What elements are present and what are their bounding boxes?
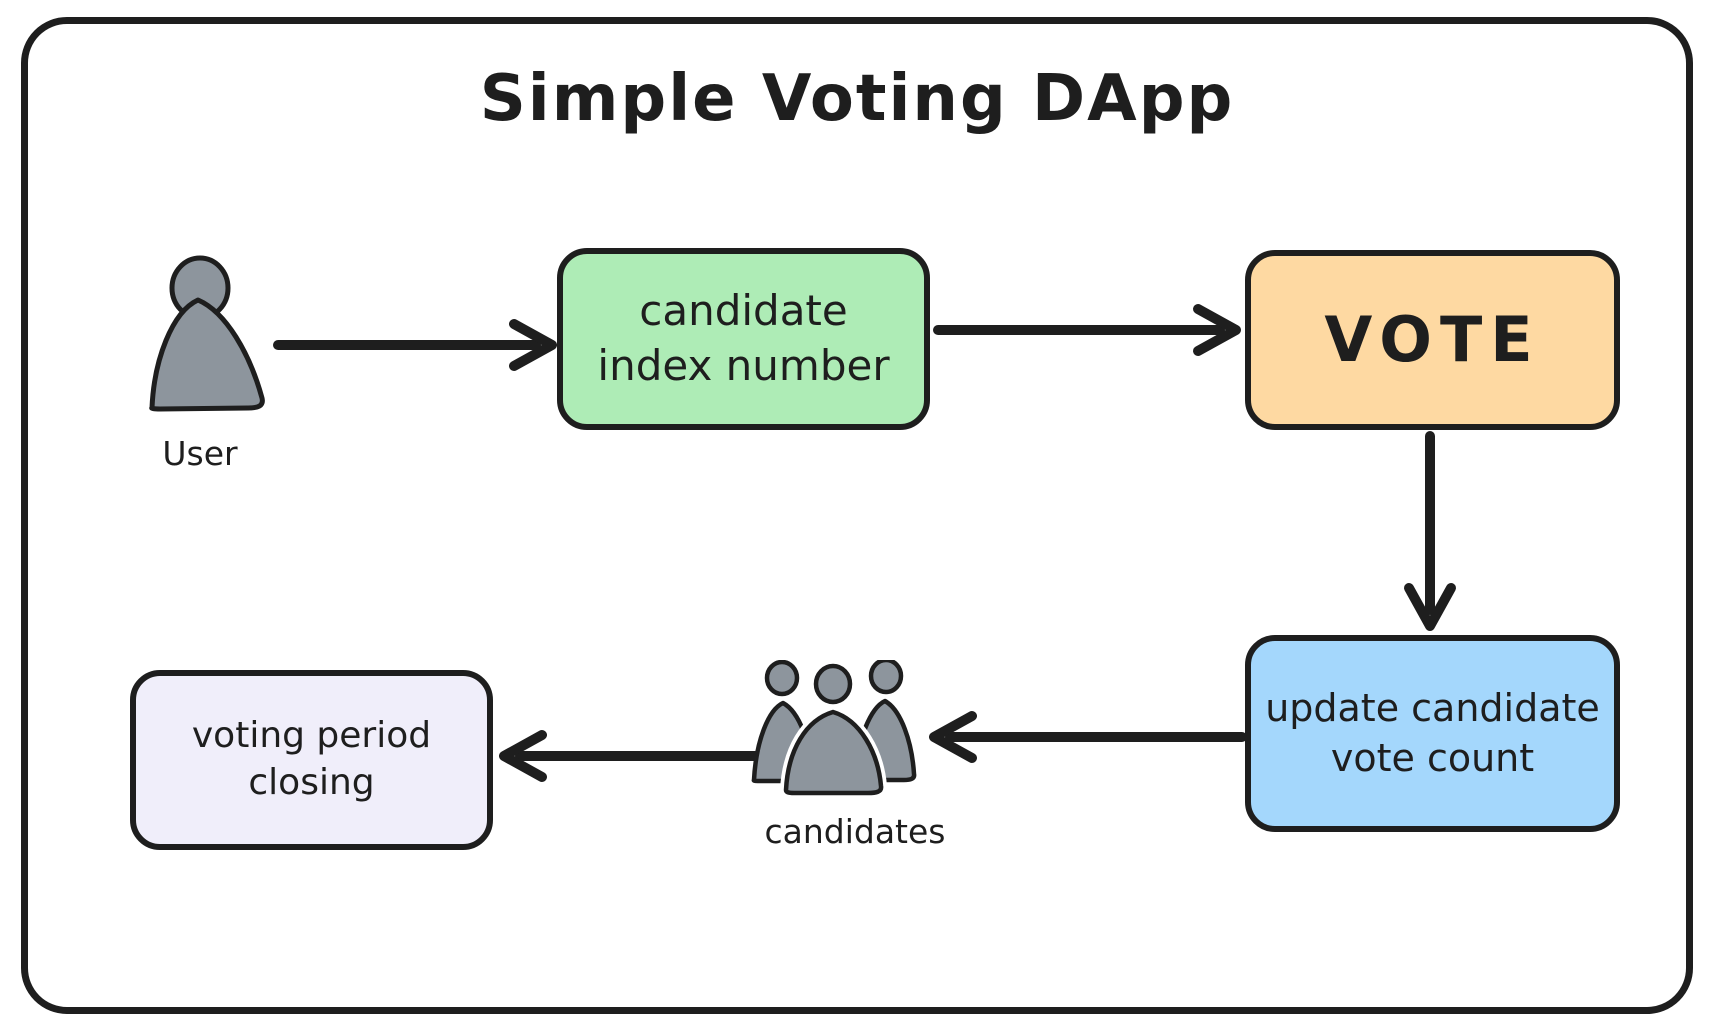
- candidates-label: candidates: [764, 812, 946, 851]
- node-candidate-index-number: candidate index number: [557, 248, 930, 430]
- people-group-icon: [751, 660, 917, 799]
- node-text-line: voting period: [191, 715, 432, 757]
- node-text-line: VOTE: [1324, 302, 1541, 376]
- node-text-line: closing: [248, 762, 375, 803]
- person-icon: [149, 255, 265, 412]
- node-vote: VOTE: [1245, 250, 1620, 430]
- node-voting-period-closing: voting period closing: [130, 670, 493, 850]
- node-update-candidate-vote-count: update candidate vote count: [1245, 635, 1620, 832]
- node-text-line: vote count: [1330, 735, 1535, 780]
- node-text-line: update candidate: [1265, 686, 1600, 731]
- diagram-title: Simple Voting DApp: [479, 62, 1235, 136]
- user-label: User: [162, 434, 238, 473]
- outer-border: [21, 17, 1693, 1014]
- node-text-line: candidate: [639, 286, 848, 336]
- node-text-line: index number: [597, 341, 890, 390]
